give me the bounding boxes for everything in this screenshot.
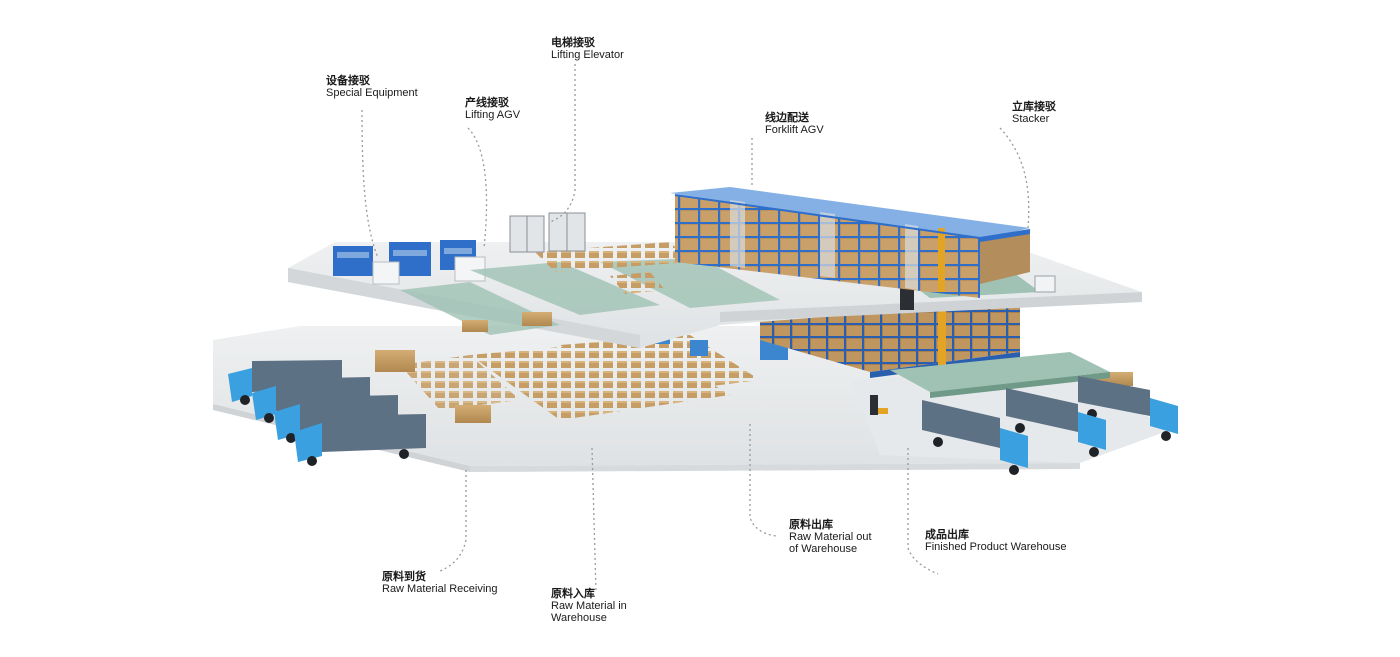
lower-rack — [760, 300, 1110, 398]
label-raw-material-out-zh: 原料出库 — [789, 518, 833, 531]
label-forklift-agv-en: Forklift AGV — [765, 124, 824, 136]
label-raw-material-out-en: Raw Material out of Warehouse — [789, 531, 872, 555]
dispatch-trucks — [870, 376, 1178, 475]
label-raw-material-receiving-zh: 原料到货 — [382, 570, 426, 583]
label-stacker: 立库接驳 Stacker — [1012, 100, 1056, 126]
label-stacker-en: Stacker — [1012, 113, 1050, 125]
label-special-equipment-en: Special Equipment — [326, 87, 418, 99]
label-special-equipment: 设备接驳 Special Equipment — [326, 74, 418, 100]
lower-floor-inventory — [375, 332, 1133, 423]
label-raw-material-in: 原料入库 Raw Material in Warehouse — [551, 587, 627, 625]
label-finished-product: 成品出库 Finished Product Warehouse — [925, 528, 1067, 554]
truck-icon — [294, 414, 426, 466]
label-finished-product-zh: 成品出库 — [925, 528, 969, 541]
label-lifting-agv: 产线接驳 Lifting AGV — [465, 96, 521, 122]
label-raw-material-in-en: Raw Material in Warehouse — [551, 600, 627, 624]
label-forklift-agv: 线边配送 Forklift AGV — [765, 111, 824, 137]
leader-lines — [361, 64, 1030, 593]
label-lifting-agv-zh: 产线接驳 — [465, 96, 509, 109]
label-special-equipment-zh: 设备接驳 — [326, 74, 370, 87]
truck-icon — [1006, 388, 1106, 457]
label-lifting-elevator-en: Lifting Elevator — [551, 49, 624, 61]
label-forklift-agv-zh: 线边配送 — [765, 111, 809, 124]
label-lifting-elevator-zh: 电梯接驳 — [551, 36, 595, 49]
label-lifting-agv-en: Lifting AGV — [465, 109, 521, 121]
label-lifting-elevator: 电梯接驳 Lifting Elevator — [551, 36, 624, 62]
elevator-icon — [509, 212, 586, 253]
rack-icon — [670, 187, 1031, 298]
receiving-trucks — [228, 360, 426, 466]
label-finished-product-en: Finished Product Warehouse — [925, 541, 1067, 553]
label-raw-material-receiving: 原料到货 Raw Material Receiving — [382, 570, 498, 596]
label-stacker-zh: 立库接驳 — [1012, 100, 1056, 113]
upper-floor-equipment — [333, 212, 1056, 335]
label-raw-material-in-zh: 原料入库 — [551, 587, 595, 600]
truck-icon — [1078, 376, 1178, 441]
label-raw-material-out: 原料出库 Raw Material out of Warehouse — [789, 518, 872, 556]
truck-icon — [922, 400, 1028, 475]
forklift-icon — [870, 395, 888, 415]
label-raw-material-receiving-en: Raw Material Receiving — [382, 583, 498, 595]
